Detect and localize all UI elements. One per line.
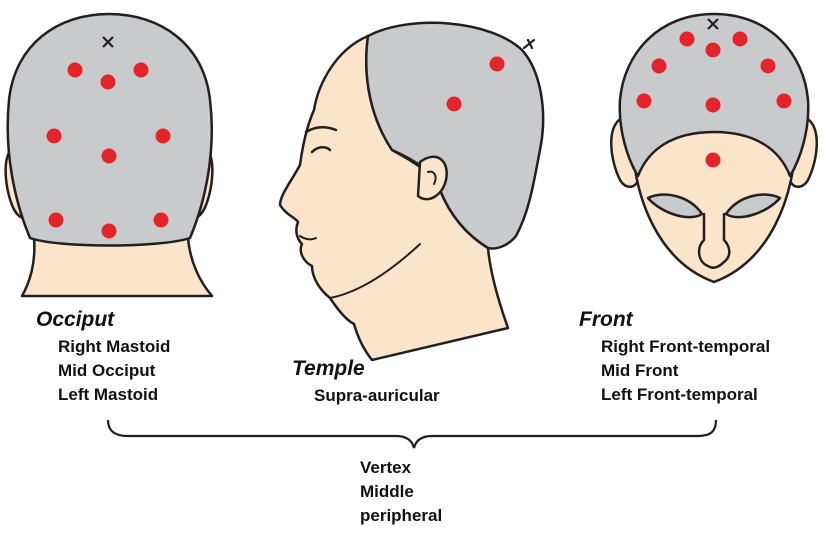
temple-title: Temple <box>292 357 365 381</box>
front-item-mid-front: Mid Front <box>601 359 678 382</box>
occiput-point-1 <box>68 63 83 78</box>
vertex-brace <box>108 420 716 448</box>
occiput-point-7 <box>49 213 64 228</box>
occiput-point-5 <box>102 149 117 164</box>
occiput-item-mid-occiput: Mid Occiput <box>58 359 155 382</box>
occiput-title: Occiput <box>36 308 114 332</box>
temple-vertex-mark <box>524 40 534 48</box>
occiput-point-2 <box>101 75 116 90</box>
front-title: Front <box>579 308 633 332</box>
front-point-3 <box>733 32 748 47</box>
occiput-hair <box>8 14 212 246</box>
temple-head-illustration <box>280 23 543 360</box>
occiput-point-9 <box>154 213 169 228</box>
occiput-point-3 <box>134 63 149 78</box>
vertex-item-vertex: Vertex <box>360 456 411 479</box>
front-item-left-front-temporal: Left Front-temporal <box>601 383 758 406</box>
front-point-4 <box>652 59 667 74</box>
temple-point-2 <box>447 97 462 112</box>
front-point-5 <box>761 59 776 74</box>
front-item-right-front-temporal: Right Front-temporal <box>601 335 770 358</box>
front-point-8 <box>777 94 792 109</box>
temple-point-1 <box>490 57 505 72</box>
front-point-1 <box>680 32 695 47</box>
temple-item-supra-auricular: Supra-auricular <box>314 384 440 407</box>
occiput-item-right-mastoid: Right Mastoid <box>58 335 170 358</box>
front-point-6 <box>637 94 652 109</box>
vertex-item-peripheral: peripheral <box>360 504 442 527</box>
front-nose <box>699 214 729 268</box>
front-point-7 <box>706 98 721 113</box>
occiput-point-6 <box>156 129 171 144</box>
occiput-point-8 <box>102 224 117 239</box>
occiput-point-4 <box>47 129 62 144</box>
front-point-9 <box>706 153 721 168</box>
vertex-item-middle: Middle <box>360 480 414 503</box>
occiput-item-left-mastoid: Left Mastoid <box>58 383 158 406</box>
front-point-2 <box>706 43 721 58</box>
